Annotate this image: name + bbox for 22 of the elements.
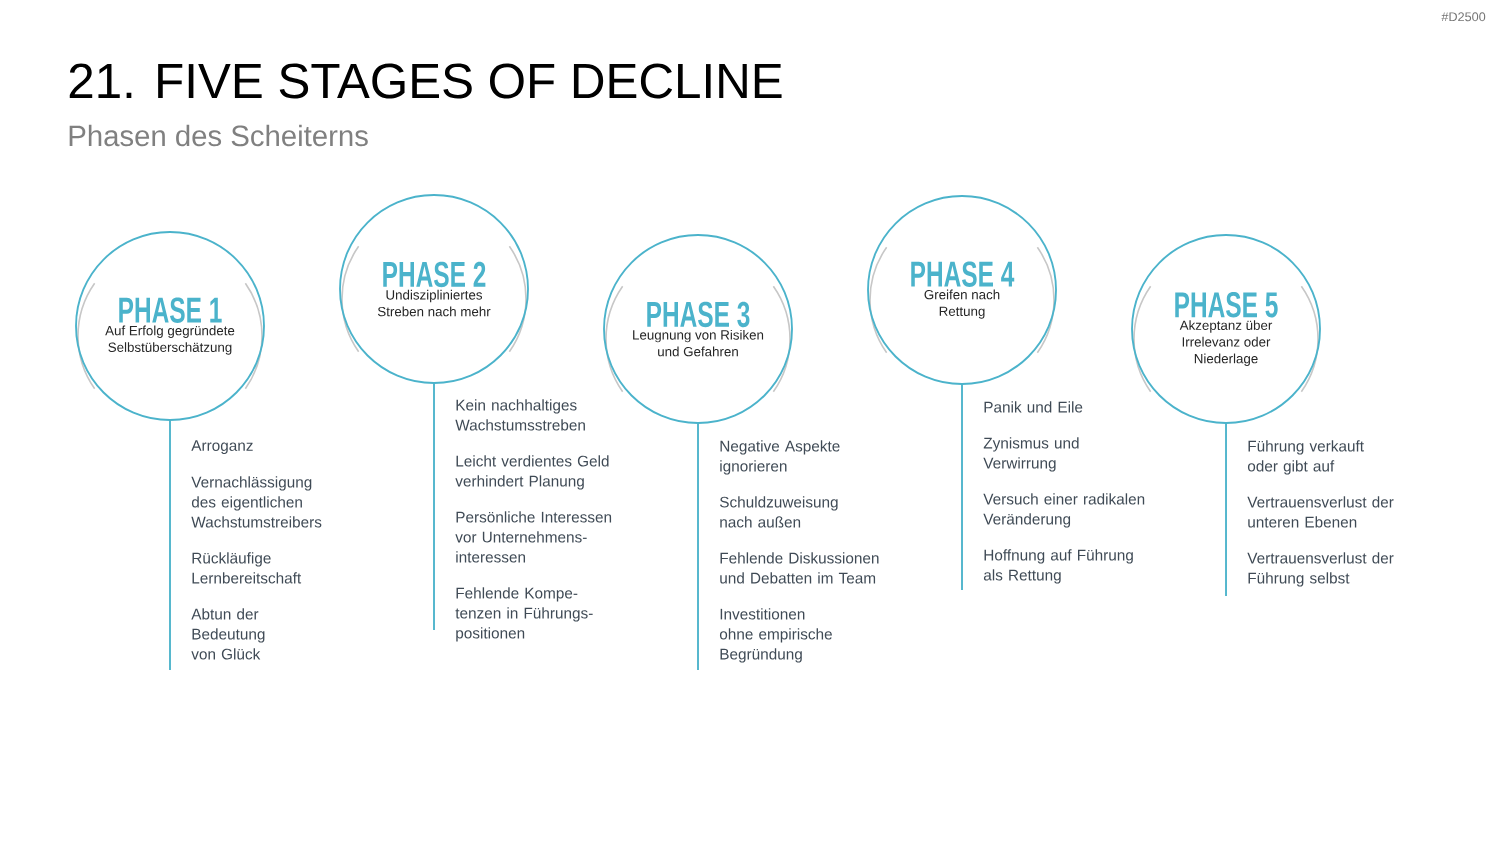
- item-text: Kein nachhaltiges Wachstumsstreben: [455, 399, 585, 431]
- item-text: Negative Aspekte ignorieren: [720, 440, 840, 475]
- item-text: Rückläufige Lernbereitschaft: [192, 552, 302, 584]
- item-text: Vernachlässigung des eigentlichen Wachstumstreibers: [191, 476, 322, 528]
- item-text: Persönliche Interessen vor Unternehmens- interessen: [455, 511, 612, 563]
- item-text: Fehlende Diskussionen und Debatten im Team: [720, 552, 879, 584]
- item-text: Schuldzuweisung nach außen: [719, 496, 838, 528]
- item-text: Zynismus und Verwirrung: [983, 437, 1079, 472]
- item-text: Versuch einer radikalen Veränderung: [983, 493, 1145, 528]
- item-text: Arroganz: [191, 440, 253, 454]
- slide-subtitle: Phasen des Scheiterns: [69, 124, 368, 147]
- item-text: Abtun der Bedeutung von Glück: [191, 608, 265, 660]
- item-text: Investitionen ohne empirische Begründung: [719, 608, 832, 663]
- item-text: Hoffnung auf Führung als Rettung: [983, 549, 1133, 584]
- item-text: Vertrauensverlust der unteren Ebenen: [1247, 496, 1394, 528]
- item-text: Vertrauensverlust der Führung selbst: [1247, 552, 1394, 587]
- slide-title: 21. FIVE STAGES OF DECLINE: [69, 63, 782, 99]
- item-text: Fehlende Kompe- tenzen in Führungs- positionen: [455, 587, 593, 642]
- slide-number: #D2500: [1441, 12, 1486, 22]
- item-text: Leicht verdientes Geld verhindert Planung: [455, 455, 609, 490]
- item-text: Führung verkauft oder gibt auf: [1247, 440, 1364, 475]
- item-text: Panik und Eile: [984, 401, 1083, 413]
